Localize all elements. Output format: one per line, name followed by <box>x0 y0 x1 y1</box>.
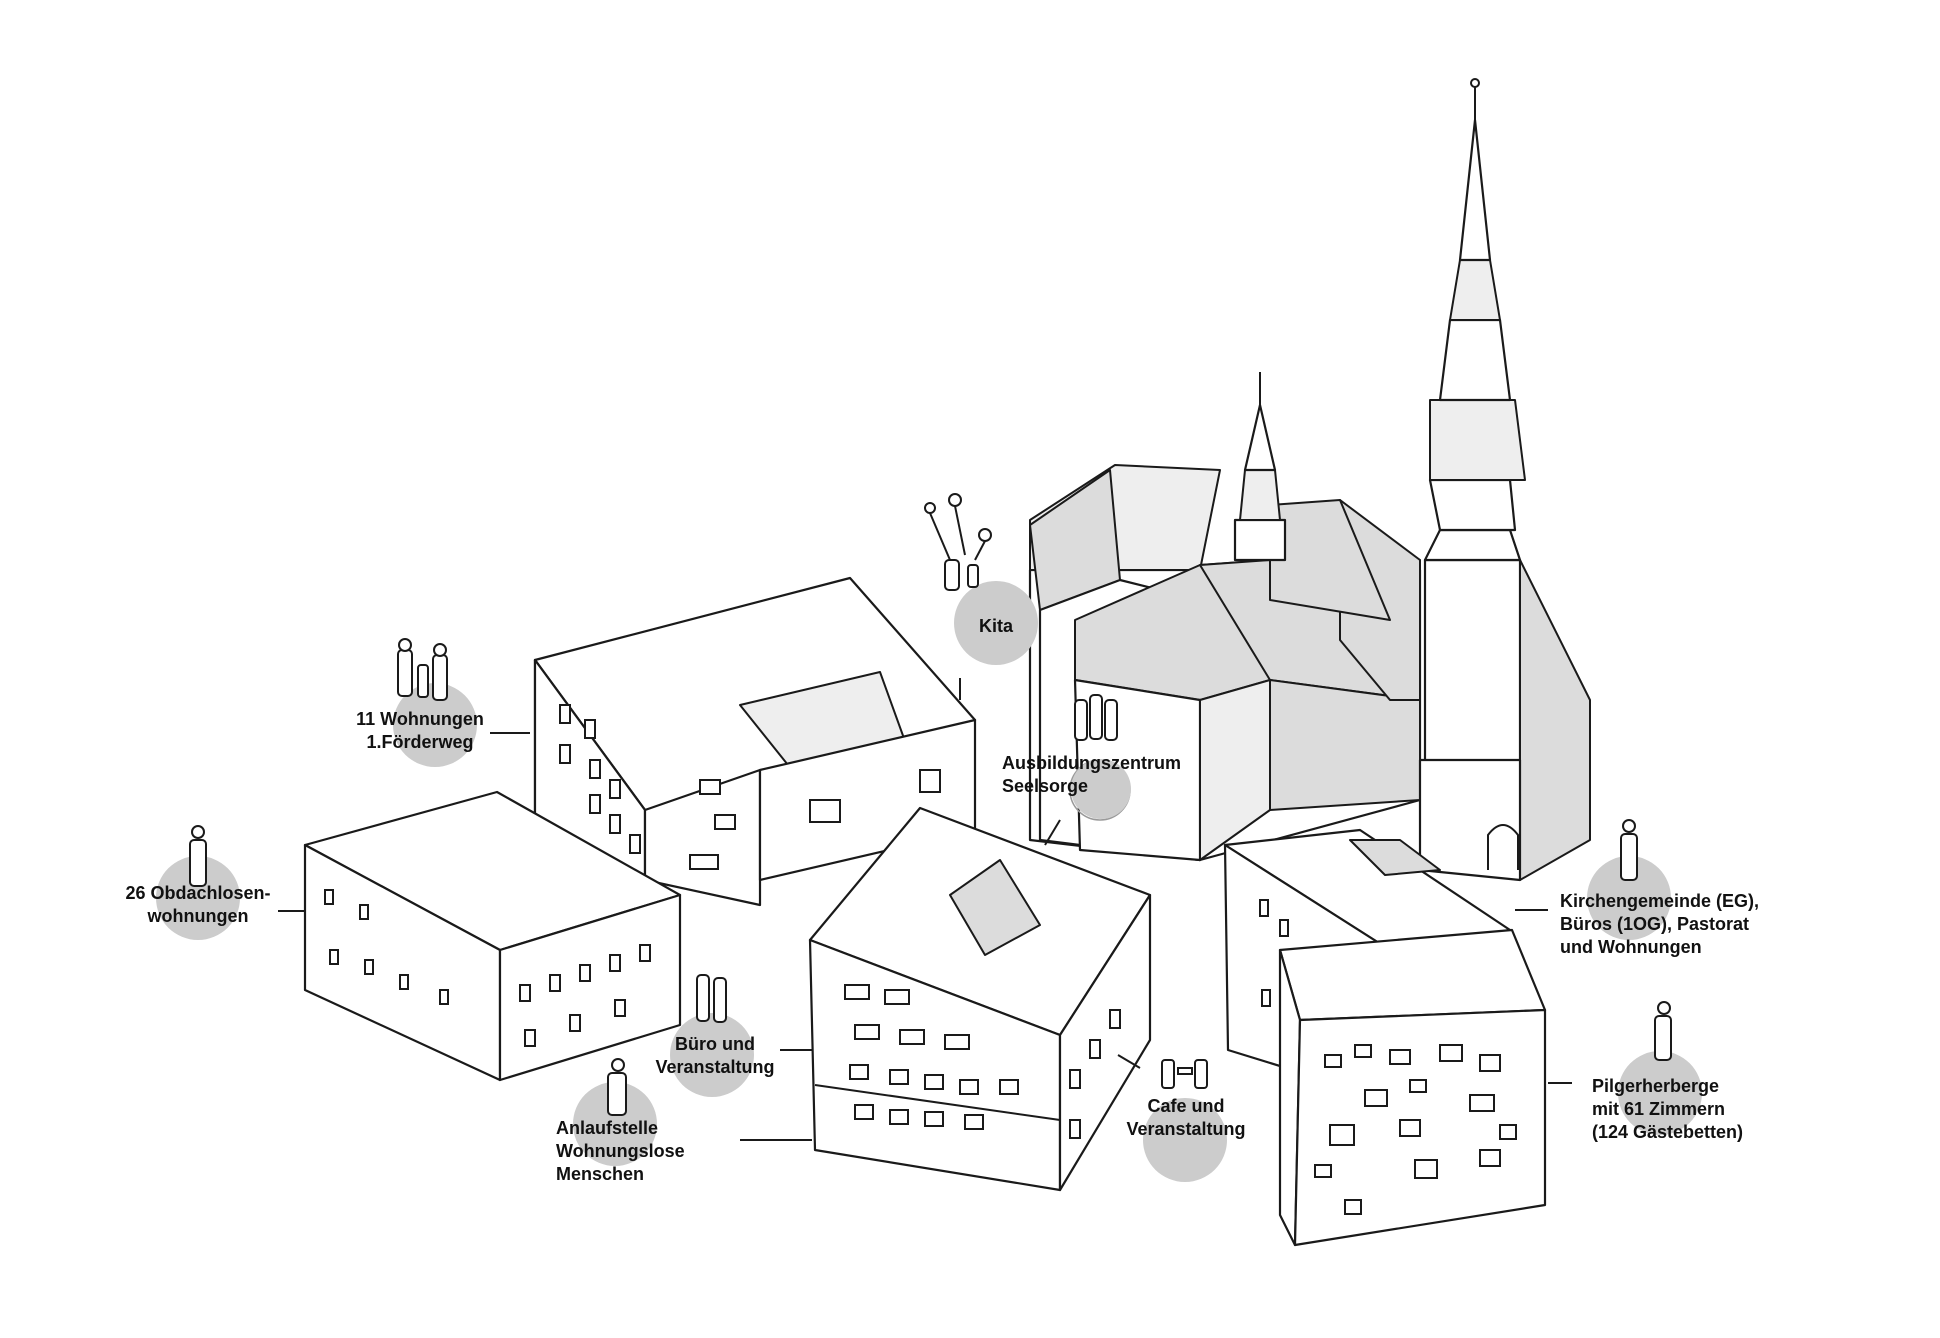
label-cafe: Cafe und Veranstaltung <box>1112 1095 1260 1141</box>
label-buero: Büro und Veranstaltung <box>650 1033 780 1079</box>
kita-marker <box>925 494 1038 665</box>
label-kirchengemeinde: Kirchengemeinde (EG), Büros (1OG), Pasto… <box>1560 890 1759 959</box>
label-ausbildung: Ausbildungszentrum Seelsorge <box>1002 752 1181 798</box>
label-pilger: Pilgerherberge mit 61 Zimmern (124 Gäste… <box>1592 1075 1743 1144</box>
label-kita: Kita <box>950 615 1042 638</box>
label-wohnungen: 11 Wohnungen 1.Förderweg <box>340 708 500 754</box>
label-anlaufstelle: Anlaufstelle Wohnungslose Menschen <box>556 1117 685 1186</box>
label-obdachlosen: 26 Obdachlosen- wohnungen <box>108 882 288 928</box>
building-pilger <box>1280 930 1545 1245</box>
building-buero <box>810 808 1150 1190</box>
